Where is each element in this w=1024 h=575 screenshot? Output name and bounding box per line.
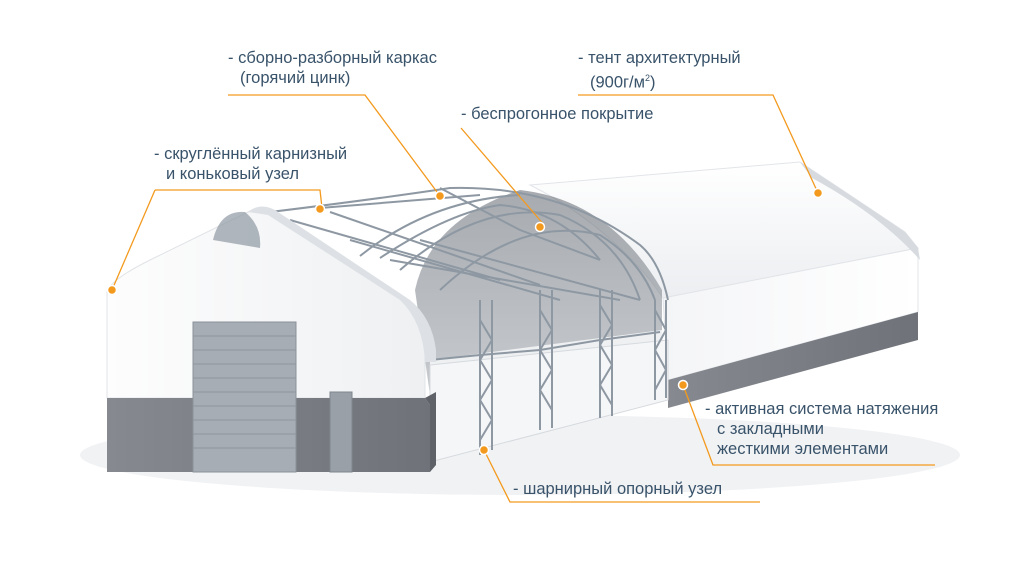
- gable-base-side: [425, 392, 436, 472]
- leader-hinge: [483, 449, 760, 503]
- label-tension-line3: жесткими элементами: [717, 440, 889, 458]
- ridge-opening: [213, 211, 261, 248]
- label-tent-line2-main: (900г/м: [590, 73, 645, 92]
- label-roof: - беспрогонное покрытие: [461, 104, 653, 124]
- roller-door: [192, 321, 297, 473]
- label-tent: - тент архитектурный (900г/м2): [578, 48, 741, 93]
- leader-tension: [682, 384, 935, 466]
- leader-eave-ridge: [155, 189, 323, 209]
- dot-frame: [434, 190, 446, 202]
- label-tension-line1: - активная система натяжения: [705, 400, 939, 418]
- label-tent-line1: - тент архитектурный: [578, 49, 741, 67]
- door-slats: [193, 335, 296, 449]
- leader-eave: [111, 189, 156, 291]
- label-hinge: - шарнирный опорный узел: [513, 479, 722, 499]
- label-tension-line2: с закладными: [717, 420, 824, 438]
- end-band: [800, 162, 920, 260]
- label-frame-line2: (горячий цинк): [240, 69, 351, 87]
- frame-trusses: [261, 186, 669, 455]
- dot-hinge: [478, 444, 490, 456]
- label-eave-line2: и коньковый узел: [166, 165, 299, 183]
- dot-roof: [534, 221, 546, 233]
- leader-lines: [111, 94, 935, 503]
- dot-tent: [812, 187, 824, 199]
- label-hinge-line1: - шарнирный опорный узел: [513, 480, 723, 498]
- front-gable: [106, 206, 436, 473]
- label-eave: - скруглённый карнизный и коньковый узел: [154, 144, 347, 184]
- leader-frame: [228, 94, 441, 197]
- dot-ridge: [314, 203, 326, 215]
- label-eave-line1: - скруглённый карнизный: [154, 145, 348, 163]
- label-frame-line1: - сборно-разборный каркас: [228, 49, 437, 67]
- leader-tent: [578, 94, 819, 194]
- leader-roof: [460, 127, 546, 227]
- label-tent-line2-sup: 2: [644, 73, 650, 83]
- dot-tension: [677, 379, 689, 391]
- label-roof-line1: - беспрогонное покрытие: [461, 105, 654, 123]
- dot-eave: [106, 284, 118, 296]
- label-tent-line2-end: ): [650, 73, 656, 92]
- personnel-door: [329, 391, 353, 473]
- label-tension: - активная система натяжения с закладным…: [705, 399, 938, 459]
- label-tent-line2: (900г/м2): [578, 68, 741, 93]
- callout-dots: [106, 187, 824, 456]
- label-frame: - сборно-разборный каркас (горячий цинк): [228, 48, 437, 88]
- long-side-base: [668, 312, 918, 408]
